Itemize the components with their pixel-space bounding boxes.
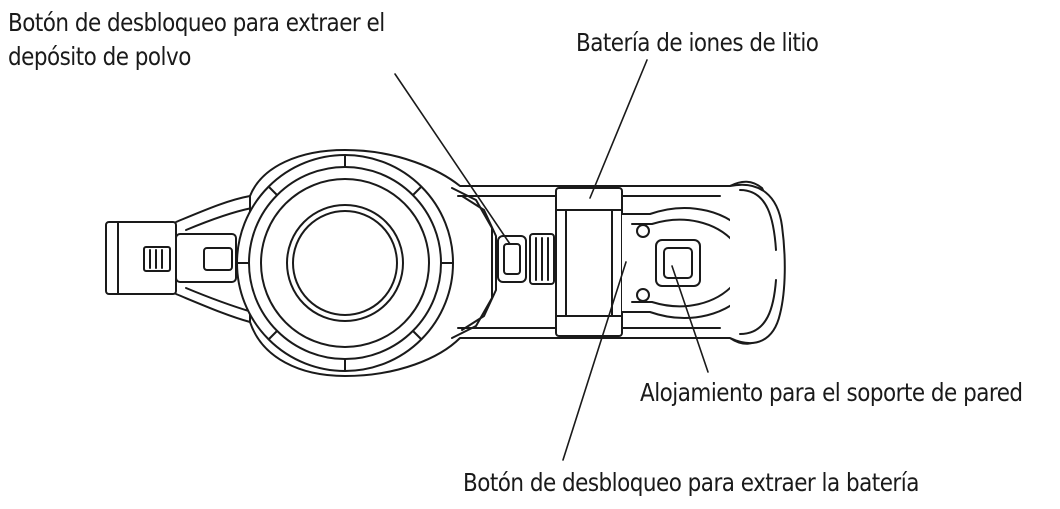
body-neck: [175, 195, 253, 323]
leader-dust-release: [394, 73, 511, 245]
dust-release-area: [451, 187, 555, 339]
dust-container: [236, 154, 454, 372]
leader-battery-release: [562, 261, 627, 461]
battery-pack: [555, 187, 623, 337]
leader-battery: [589, 59, 648, 199]
label-dust-release-line1: Botón de desbloqueo para extraer el: [8, 8, 385, 37]
label-dust-release-line2: depósito de polvo: [8, 42, 191, 71]
rear-connector: [105, 221, 237, 295]
label-battery: Batería de iones de litio: [576, 28, 819, 57]
label-battery-release: Botón de desbloqueo para extraer la bate…: [463, 468, 919, 497]
label-wall-mount: Alojamiento para el soporte de pared: [640, 378, 1023, 407]
end-cap: [729, 183, 786, 344]
leader-wall-mount: [671, 265, 709, 373]
